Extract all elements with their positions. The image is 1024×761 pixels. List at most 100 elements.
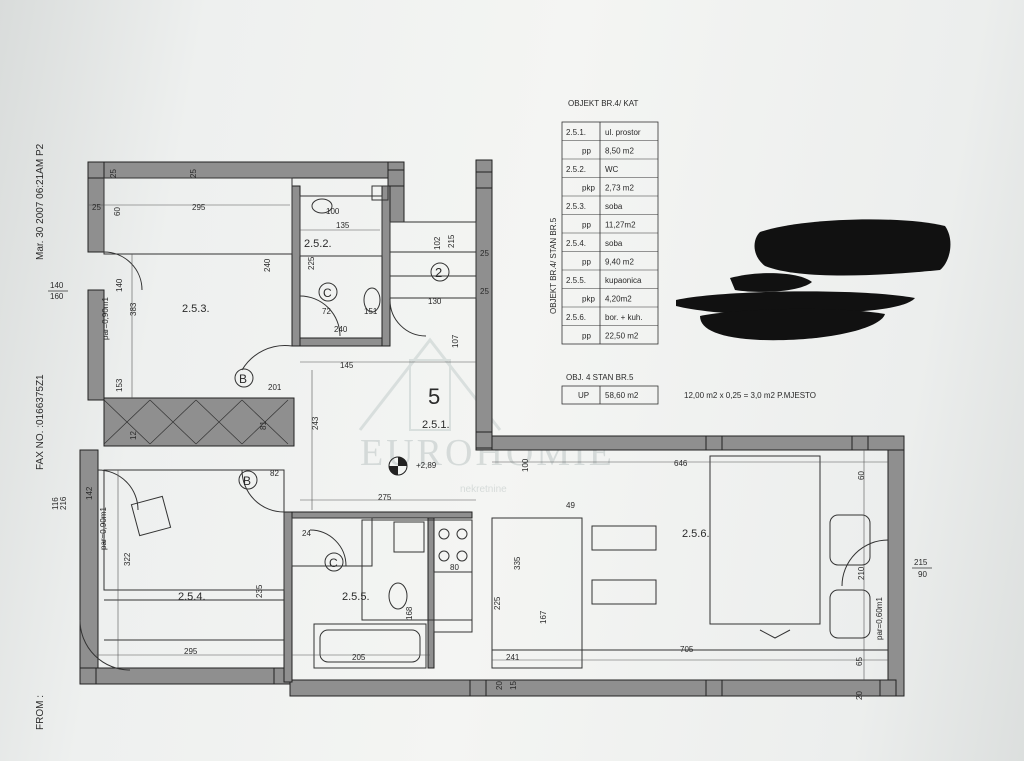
- dim: 243: [311, 416, 320, 430]
- table-row-code: pp: [582, 258, 591, 267]
- dim: 25: [92, 203, 101, 212]
- dim: 167: [539, 610, 548, 624]
- stair-number: 2: [435, 265, 442, 280]
- dim: 80: [450, 563, 459, 572]
- dim: 25: [480, 249, 489, 258]
- dim: 295: [192, 203, 206, 212]
- dim: 15: [509, 681, 518, 690]
- table-row-value: 2,73 m2: [605, 184, 634, 193]
- marker-c-1: C: [323, 286, 332, 300]
- dim: 130: [428, 297, 442, 306]
- dim: 142: [85, 486, 94, 500]
- room-2-5-4: 2.5.4.: [178, 591, 206, 603]
- fraction-left-bottom: 160: [50, 292, 64, 301]
- elevation-label: +2,89: [416, 461, 437, 470]
- dimension-lines: [88, 204, 888, 680]
- table-row-value: bor. + kuh.: [605, 313, 643, 322]
- dim: 135: [336, 221, 350, 230]
- dim: 65: [855, 657, 864, 666]
- elevation-marker: +2,89: [388, 456, 437, 476]
- table-row-code: 2.5.2.: [566, 165, 586, 174]
- dim: 240: [334, 325, 348, 334]
- dim: 60: [857, 471, 866, 480]
- table-row-code: pp: [582, 147, 591, 156]
- table-row-code: 2.5.1.: [566, 128, 586, 137]
- dim: 100: [521, 458, 530, 472]
- dim: 168: [405, 606, 414, 620]
- dim: 240: [263, 258, 272, 272]
- table-row-code: pkp: [582, 184, 595, 193]
- apartment-number: 5: [428, 384, 440, 409]
- dim: 705: [680, 645, 694, 654]
- dim: 49: [566, 501, 575, 510]
- fraction-left2-bottom: 216: [59, 496, 68, 510]
- marker-c-2: C: [329, 556, 338, 570]
- dim: 25: [109, 169, 118, 178]
- built-in-closet: [103, 399, 289, 445]
- door-swings: [79, 251, 889, 671]
- parapet-3: par=0,60m1: [875, 597, 884, 640]
- watermark-subtext: nekretnine: [460, 484, 507, 495]
- dim: 145: [340, 361, 354, 370]
- dim: 100: [326, 207, 340, 216]
- table-summary-label: OBJ. 4 STAN BR.5: [566, 373, 634, 382]
- parapet-1: par=0,90m1: [101, 297, 110, 340]
- dim: 12: [129, 431, 138, 440]
- table-row-code: 2.5.5.: [566, 276, 586, 285]
- section-markers: B B C C 2: [234, 262, 450, 572]
- dim: 241: [506, 653, 520, 662]
- dim: 225: [493, 596, 502, 610]
- fraction-right-top: 215: [914, 558, 928, 567]
- dim: 646: [674, 459, 688, 468]
- dim: 335: [513, 556, 522, 570]
- dim: 20: [855, 691, 864, 700]
- table-row-value: 22,50 m2: [605, 332, 639, 341]
- side-fractions: 140 160 116 216 215 90: [48, 281, 932, 579]
- dim: 201: [268, 383, 282, 392]
- dim: 210: [857, 566, 866, 580]
- table-row-value: 4,20m2: [605, 295, 632, 304]
- table-row-code: 2.5.6.: [566, 313, 586, 322]
- dim: 20: [495, 681, 504, 690]
- dim: 72: [322, 307, 331, 316]
- dim: 140: [115, 278, 124, 292]
- table-summary-value: 58,60 m2: [605, 391, 639, 400]
- fixtures: [103, 177, 888, 669]
- dim: 107: [451, 334, 460, 348]
- dim: 151: [364, 307, 378, 316]
- room-2-5-3: 2.5.3.: [182, 303, 210, 315]
- dim: 235: [255, 584, 264, 598]
- table-row-value: WC: [605, 165, 619, 174]
- table-row-value: 11,27m2: [605, 221, 636, 230]
- table-row-code: 2.5.4.: [566, 239, 586, 248]
- dim: 82: [270, 469, 279, 478]
- table-row-value: 9,40 m2: [605, 258, 634, 267]
- dim: 25: [189, 169, 198, 178]
- marker-b-2: B: [243, 474, 251, 488]
- dimension-numbers: 25 25 295 25 60 240 383 140 153 12 100 1…: [85, 169, 866, 700]
- room-labels: 2.5.3. 2.5.2. 2.5.1. 5 2.5.4. 2.5.5. 2.5…: [178, 238, 710, 603]
- walls: [79, 159, 905, 697]
- dim: 24: [302, 529, 311, 538]
- parapet-2: par=0,90m1: [99, 507, 108, 550]
- dim: 383: [129, 302, 138, 316]
- room-2-5-2: 2.5.2.: [304, 238, 332, 250]
- table-row-code: pkp: [582, 295, 595, 304]
- dim: 275: [378, 493, 392, 502]
- table-row-value: soba: [605, 202, 623, 211]
- dim: 153: [115, 378, 124, 392]
- fax-header-from: FROM :: [35, 695, 46, 730]
- dim: 81: [259, 421, 268, 430]
- dim: 225: [307, 256, 316, 270]
- fraction-left2-top: 116: [51, 497, 60, 510]
- room-2-5-5: 2.5.5.: [342, 591, 370, 603]
- fax-header-date: Mar. 30 2007 06:21AM P2: [35, 143, 46, 260]
- table-row-value: kupaonica: [605, 276, 642, 285]
- dim: 295: [184, 647, 198, 656]
- table-row-code: pp: [582, 332, 591, 341]
- table-row-code: pp: [582, 221, 591, 230]
- dim: 102: [433, 236, 442, 250]
